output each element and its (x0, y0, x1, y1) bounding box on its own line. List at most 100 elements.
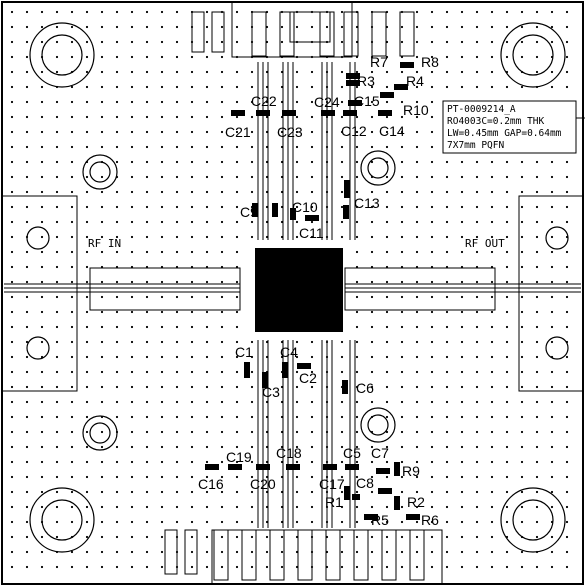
mounting-holes (26, 22, 569, 553)
via (295, 490, 299, 494)
via (130, 460, 134, 464)
via (475, 370, 479, 374)
via (190, 430, 194, 434)
via (10, 265, 14, 269)
via (340, 100, 344, 104)
via (415, 415, 419, 419)
via (505, 430, 509, 434)
via (70, 250, 74, 254)
via (490, 400, 494, 404)
via (415, 385, 419, 389)
via (430, 490, 434, 494)
via (130, 40, 134, 44)
via (100, 520, 104, 524)
via (550, 385, 554, 389)
via (295, 160, 299, 164)
via (445, 85, 449, 89)
via (400, 220, 404, 224)
via (130, 565, 134, 569)
via (235, 385, 239, 389)
via (250, 460, 254, 464)
via (370, 295, 374, 299)
via (250, 535, 254, 539)
via (40, 25, 44, 29)
via (250, 400, 254, 404)
via (505, 55, 509, 59)
smd-pad (231, 110, 245, 116)
via (430, 40, 434, 44)
smd-pad (344, 180, 350, 198)
label-c11: C11 (299, 225, 324, 241)
via (445, 445, 449, 449)
bottom-header-pin (213, 529, 229, 581)
via (55, 355, 59, 359)
via (145, 460, 149, 464)
via (490, 40, 494, 44)
via (235, 115, 239, 119)
via (505, 520, 509, 524)
via (220, 250, 224, 254)
via (310, 445, 314, 449)
via (400, 415, 404, 419)
via (535, 310, 539, 314)
via (220, 25, 224, 29)
via (70, 295, 74, 299)
via (145, 355, 149, 359)
via (25, 325, 29, 329)
via (310, 355, 314, 359)
via (295, 520, 299, 524)
via (40, 220, 44, 224)
via (10, 130, 14, 134)
bottom-header-pin (381, 529, 397, 581)
via (10, 115, 14, 119)
via (235, 415, 239, 419)
via (295, 205, 299, 209)
via (460, 55, 464, 59)
via (415, 490, 419, 494)
via (295, 445, 299, 449)
via (400, 490, 404, 494)
via (190, 415, 194, 419)
via (25, 40, 29, 44)
via (160, 100, 164, 104)
via (235, 310, 239, 314)
via (445, 550, 449, 554)
via (145, 310, 149, 314)
via (115, 535, 119, 539)
via (280, 535, 284, 539)
via (25, 565, 29, 569)
via (430, 265, 434, 269)
via (490, 430, 494, 434)
via (40, 100, 44, 104)
via (415, 40, 419, 44)
via (355, 205, 359, 209)
via (460, 340, 464, 344)
via (400, 430, 404, 434)
via (235, 340, 239, 344)
label-c4: C4 (280, 344, 298, 360)
via (355, 565, 359, 569)
via (25, 445, 29, 449)
via (340, 130, 344, 134)
label-c15: C15 (354, 93, 380, 109)
via (25, 355, 29, 359)
via (85, 10, 89, 14)
smd-pad (344, 486, 350, 500)
via (355, 385, 359, 389)
label-c6: C6 (356, 380, 374, 396)
via (460, 385, 464, 389)
via (130, 520, 134, 524)
via (355, 190, 359, 194)
via (415, 310, 419, 314)
ground-hole-inner (367, 157, 389, 179)
via (520, 310, 524, 314)
via (235, 295, 239, 299)
via (415, 550, 419, 554)
via (190, 85, 194, 89)
via (100, 40, 104, 44)
via (355, 550, 359, 554)
via (25, 460, 29, 464)
via (145, 280, 149, 284)
via (370, 160, 374, 164)
via (310, 130, 314, 134)
